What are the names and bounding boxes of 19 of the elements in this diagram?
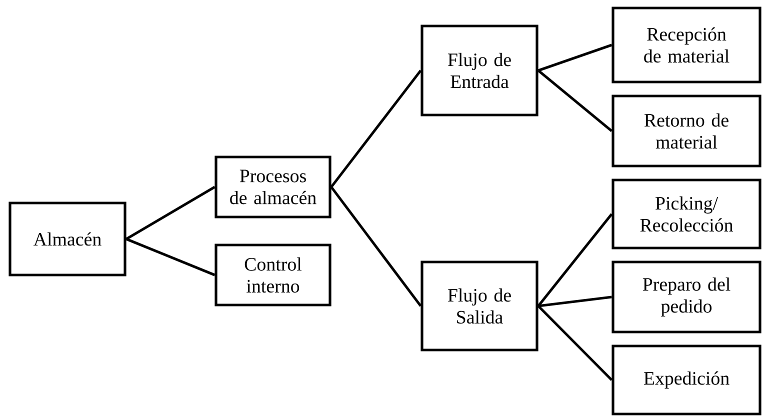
process-box: Expedición <box>612 344 762 416</box>
connector-line <box>537 213 613 307</box>
connector-line <box>126 186 216 240</box>
process-box: Preparo del pedido <box>612 260 762 334</box>
connector-line <box>126 238 216 276</box>
connector-line <box>330 186 422 307</box>
process-box: Procesos de almacén <box>214 156 332 218</box>
connector-line <box>537 305 613 381</box>
process-box: Flujo de Salida <box>420 260 538 352</box>
process-box: Picking/ Recolección <box>612 178 762 250</box>
process-box: Retorno de material <box>612 94 762 168</box>
process-box: Flujo de Entrada <box>420 24 538 116</box>
connector-line <box>537 70 613 132</box>
process-box: Control interno <box>214 244 332 306</box>
process-box: Recepción de material <box>612 6 762 84</box>
connector-line <box>538 44 612 72</box>
connector-line <box>538 296 612 308</box>
process-box: Almacén <box>8 202 126 276</box>
connector-line <box>330 70 422 188</box>
